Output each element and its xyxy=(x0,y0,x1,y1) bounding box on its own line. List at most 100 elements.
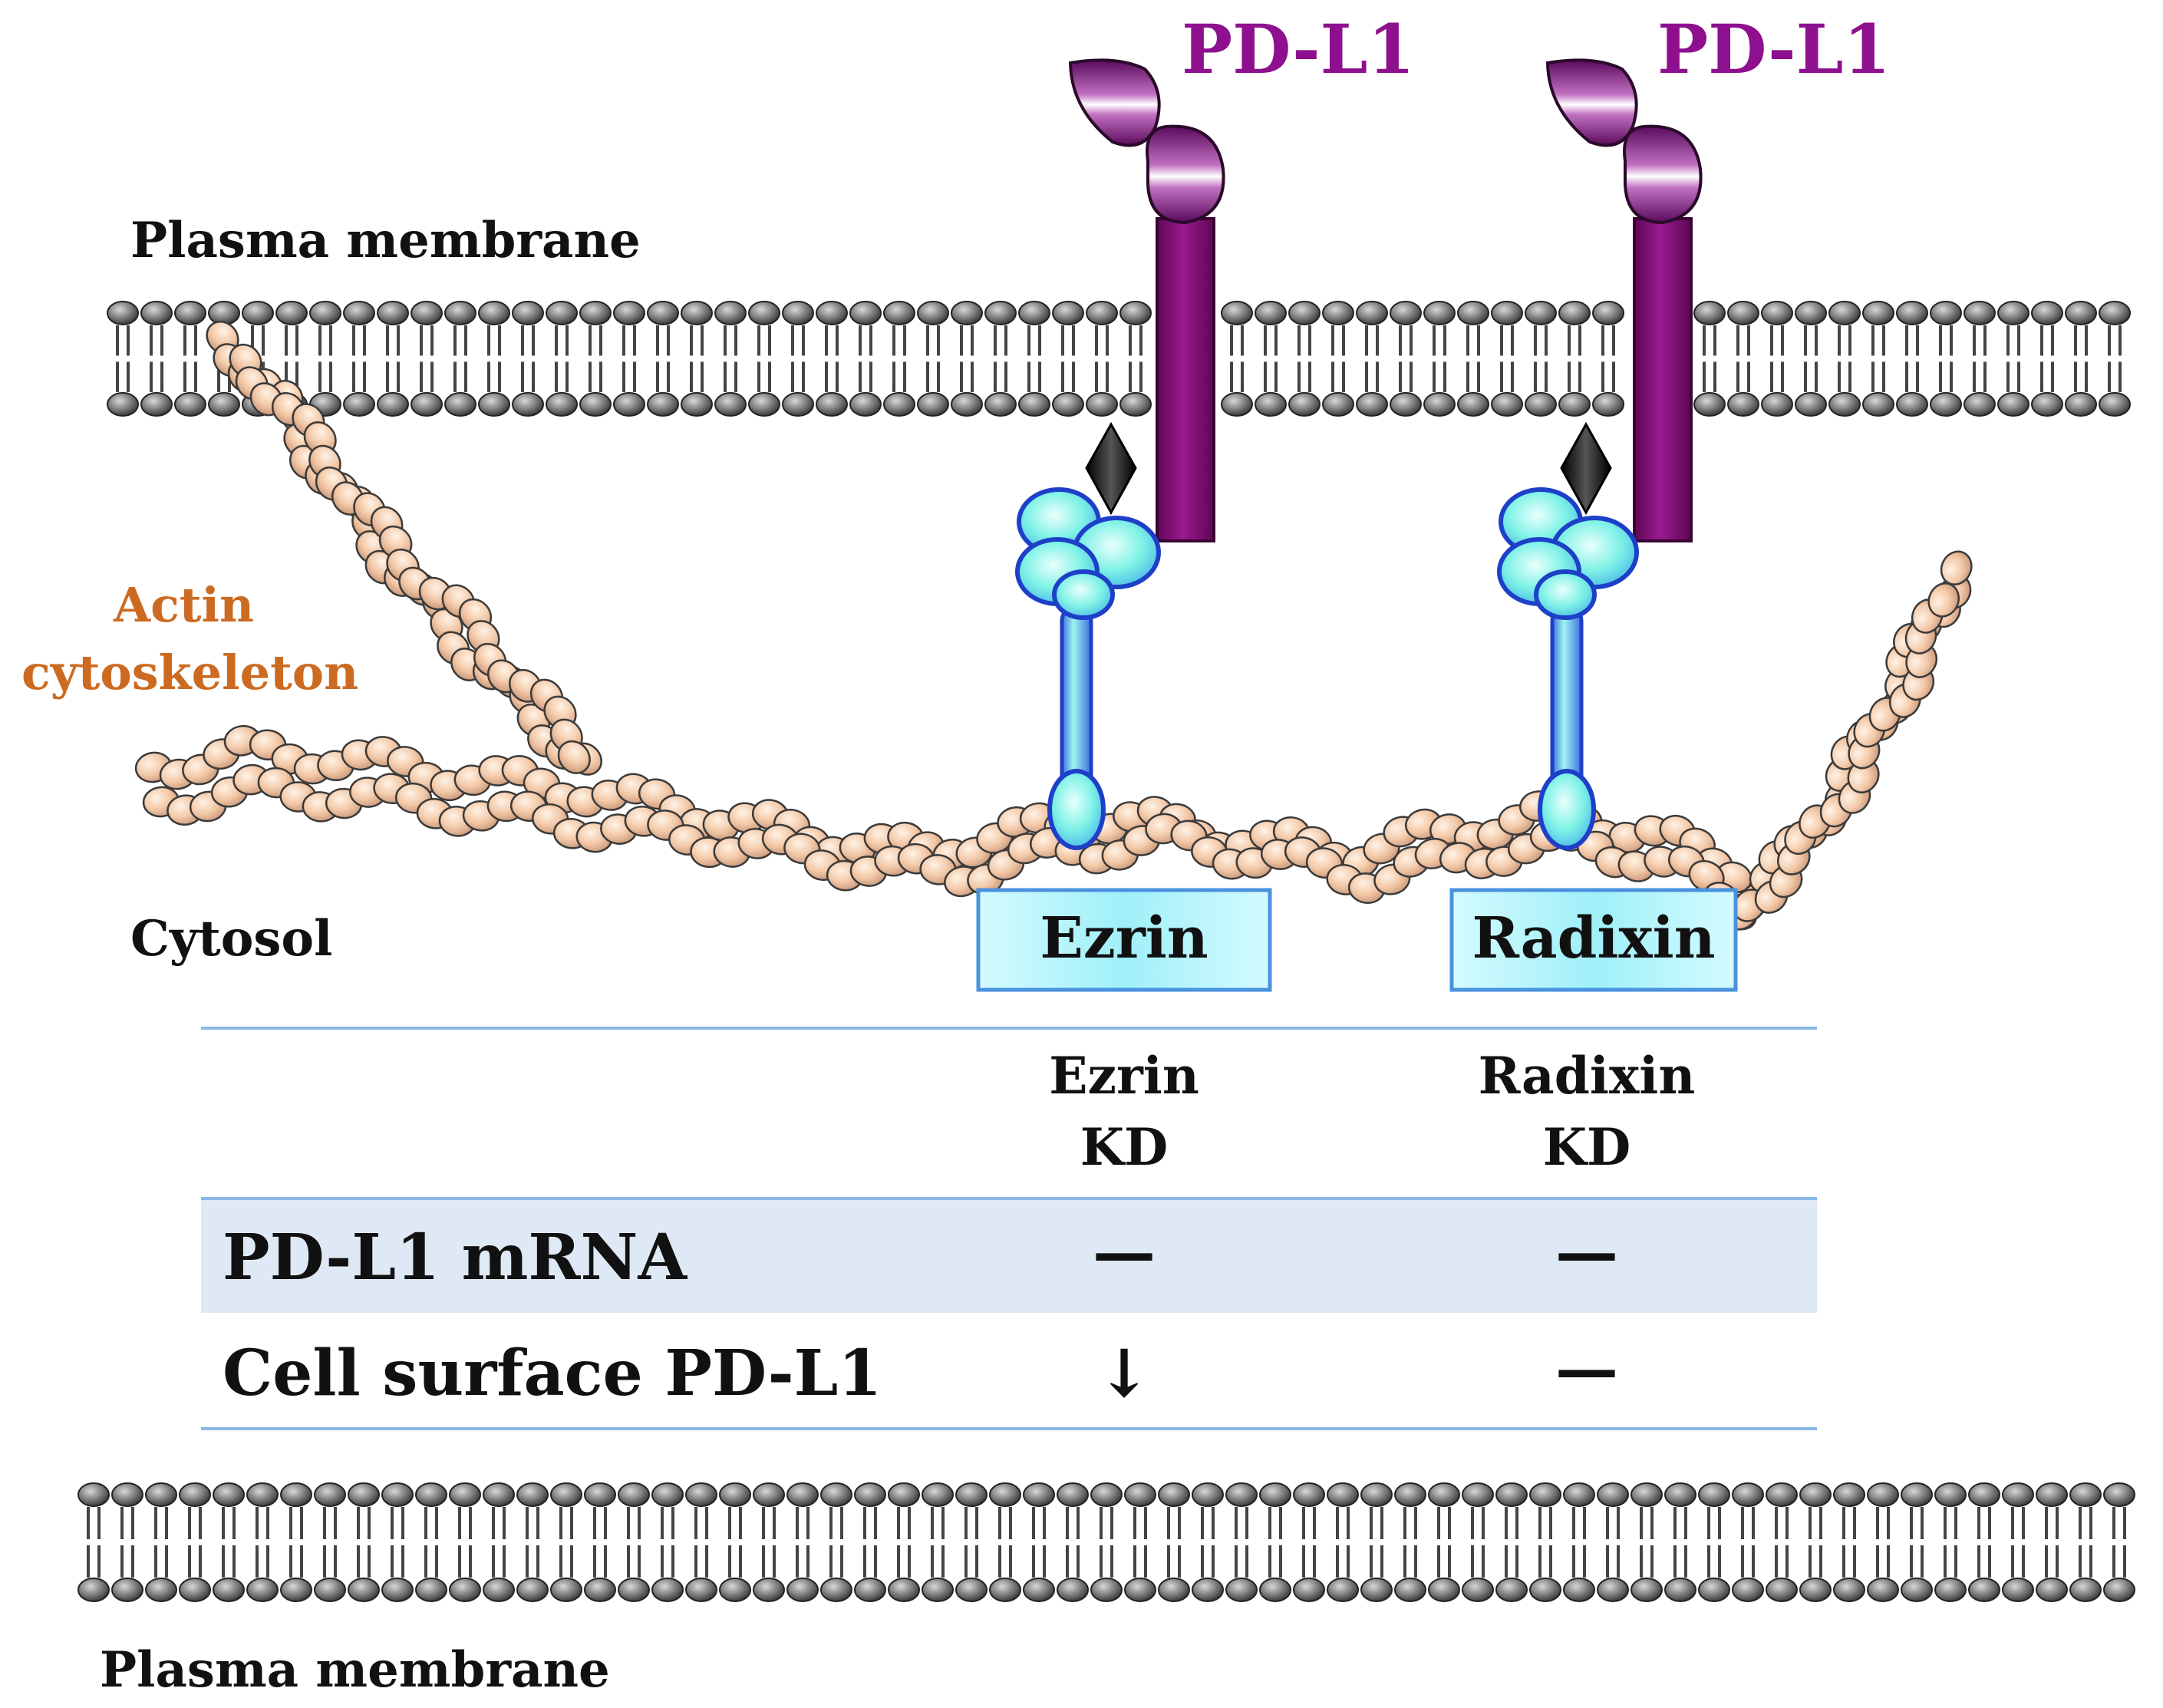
lipid-molecule xyxy=(1930,301,1962,417)
lipid-molecule xyxy=(1766,1482,1798,1602)
lipid-molecule xyxy=(111,1482,143,1602)
table-col-radixin-line2: KD xyxy=(1543,1117,1631,1177)
lipid-molecule xyxy=(1525,301,1557,417)
lipid-molecule xyxy=(1086,301,1118,417)
lipid-molecule xyxy=(377,301,409,417)
lipid-molecule xyxy=(2036,1482,2068,1602)
lipid-molecule xyxy=(1693,301,1726,417)
lipid-molecule xyxy=(1293,1482,1325,1602)
pdl1-protein-left xyxy=(1068,58,1225,542)
lipid-molecule xyxy=(381,1482,414,1602)
pdl1-domain-left-1 xyxy=(1068,58,1161,147)
lipid-molecule xyxy=(1828,301,1861,417)
table-row-surface-ezrin: ↓ xyxy=(1096,1335,1152,1413)
lipid-molecule xyxy=(1192,1482,1224,1602)
lipid-molecule xyxy=(1457,301,1489,417)
lipid-molecule xyxy=(1057,1482,1089,1602)
lipid-molecule xyxy=(1428,1482,1460,1602)
lipid-molecule xyxy=(1833,1482,1865,1602)
lipid-molecule xyxy=(512,301,544,417)
lipid-molecule xyxy=(1901,1482,1933,1602)
lipid-molecule xyxy=(1495,1482,1528,1602)
lipid-molecule xyxy=(145,1482,177,1602)
lipid-molecule xyxy=(1761,301,1793,417)
lipid-molecule xyxy=(444,301,476,417)
ezrin-box-label: Ezrin xyxy=(1040,905,1208,971)
lipid-molecule xyxy=(1795,301,1827,417)
pdl1-label-left: PD-L1 xyxy=(1182,9,1415,89)
radixin-box: Radixin xyxy=(1449,888,1738,992)
lipid-molecule xyxy=(1462,1482,1494,1602)
knockdown-table: Ezrin KD Radixin KD PD-L1 mRNA — — Cell … xyxy=(201,1027,1817,1430)
lipid-molecule xyxy=(2103,1482,2135,1602)
lipid-molecule xyxy=(883,301,915,417)
lipid-molecule xyxy=(1862,301,1894,417)
pdl1-domain-left-2 xyxy=(1146,124,1225,225)
radixin-interaction-diamond xyxy=(1560,421,1612,516)
lipid-molecule xyxy=(816,301,848,417)
lipid-molecule xyxy=(415,1482,447,1602)
lipid-molecule xyxy=(449,1482,481,1602)
plasma-membrane-label-bottom: Plasma membrane xyxy=(100,1641,610,1699)
pdl1-label-right: PD-L1 xyxy=(1657,9,1891,89)
lipid-molecule xyxy=(1255,301,1287,417)
lipid-molecule xyxy=(888,1482,920,1602)
lipid-molecule xyxy=(1964,301,1996,417)
radixin-protein xyxy=(1497,421,1639,850)
lipid-molecule xyxy=(685,1482,717,1602)
lipid-molecule xyxy=(1225,1482,1258,1602)
lipid-molecule xyxy=(579,301,612,417)
lipid-molecule xyxy=(246,1482,279,1602)
lipid-molecule xyxy=(1119,301,1152,417)
lipid-molecule xyxy=(917,301,949,417)
lipid-molecule xyxy=(478,301,510,417)
lipid-molecule xyxy=(647,301,679,417)
lipid-molecule xyxy=(174,301,206,417)
plasma-membrane-label-top: Plasma membrane xyxy=(130,212,641,269)
lipid-molecule xyxy=(2065,301,2097,417)
lipid-molecule xyxy=(1597,1482,1629,1602)
lipid-molecule xyxy=(984,301,1017,417)
lipid-molecule xyxy=(584,1482,616,1602)
lipid-molecule xyxy=(1867,1482,1899,1602)
lipid-molecule xyxy=(1360,1482,1393,1602)
radixin-box-label: Radixin xyxy=(1472,905,1715,971)
lipid-molecule xyxy=(1158,1482,1190,1602)
actin-label-line2: cytoskeleton xyxy=(21,645,358,701)
lipid-molecule xyxy=(681,301,713,417)
lipid-molecule xyxy=(280,1482,312,1602)
lipid-molecule xyxy=(140,301,173,417)
lipid-molecule xyxy=(1732,1482,1764,1602)
lipid-molecule xyxy=(1592,301,1624,417)
lipid-molecule xyxy=(1491,301,1523,417)
lipid-molecule xyxy=(1968,1482,2000,1602)
lipid-molecule xyxy=(1997,301,2029,417)
lipid-molecule xyxy=(1356,301,1388,417)
lipid-molecule xyxy=(1799,1482,1832,1602)
cytosol-label: Cytosol xyxy=(130,910,332,968)
lipid-molecule xyxy=(314,1482,346,1602)
lipid-molecule xyxy=(782,301,814,417)
ezrin-interaction-diamond xyxy=(1085,421,1137,516)
plasma-membrane-top xyxy=(107,301,2131,417)
lipid-molecule xyxy=(922,1482,954,1602)
lipid-molecule xyxy=(618,1482,650,1602)
table-row-surface-label: Cell surface PD-L1 xyxy=(223,1337,882,1410)
lipid-molecule xyxy=(1259,1482,1291,1602)
lipid-molecule xyxy=(1023,1482,1055,1602)
lipid-molecule xyxy=(1124,1482,1156,1602)
lipid-molecule xyxy=(1664,1482,1696,1602)
actin-bead xyxy=(1927,582,1960,618)
lipid-molecule xyxy=(955,1482,988,1602)
pdl1-domain-right-2 xyxy=(1623,124,1703,225)
table-row-mrna-label: PD-L1 mRNA xyxy=(223,1221,687,1294)
lipid-molecule xyxy=(1052,301,1084,417)
lipid-molecule xyxy=(1288,301,1321,417)
lipid-molecule xyxy=(1322,301,1354,417)
lipid-molecule xyxy=(411,301,443,417)
actin-label-line1: Actin xyxy=(113,577,254,633)
table-row-mrna-ezrin: — xyxy=(1093,1215,1156,1289)
lipid-molecule xyxy=(1423,301,1456,417)
lipid-molecule xyxy=(546,301,578,417)
